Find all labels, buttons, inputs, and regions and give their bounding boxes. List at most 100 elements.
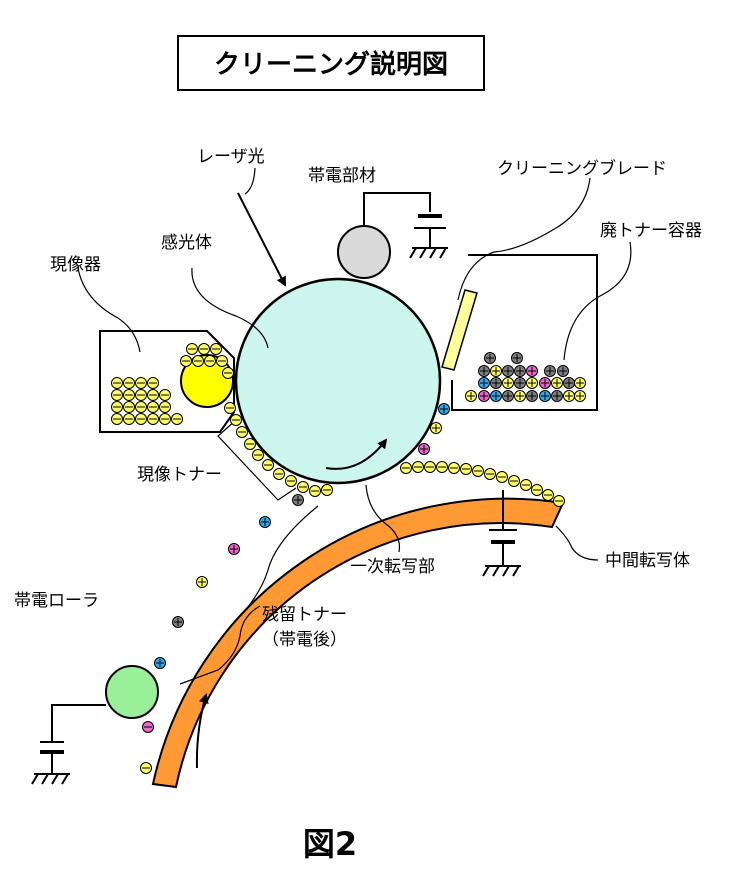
toner-particle [222,367,234,379]
toner-particle [484,352,496,364]
leader-laser [244,167,256,195]
toner-particle [111,413,123,425]
label-primary-transfer: 一次転写部 [350,557,435,577]
toner-particle [204,355,216,367]
toner-particle [502,377,514,389]
toner-particle [418,443,430,455]
toner-particle [448,462,460,474]
toner-particle [123,413,135,425]
label-laser: レーザ光 [197,147,265,167]
toner-particle [553,495,565,507]
toner-particle [551,377,563,389]
leader-primary-transfer [365,484,401,553]
toner-particle [198,343,210,355]
toner-particle [111,377,123,389]
toner-particle [400,462,412,474]
toner-particle [171,413,183,425]
leader-developing-toner [217,419,297,501]
ground-symbol-charger [363,192,448,259]
toner-particle [502,390,514,402]
toner-particle [478,365,490,377]
toner-particle [147,389,159,401]
toner-particle [262,459,274,471]
leader-developer [77,267,141,353]
toner-particle [514,390,526,402]
toner-particle [297,481,309,493]
leader-intermediate-transfer [555,525,599,561]
toner-particle [514,377,526,389]
toner-particle [259,516,271,528]
toner-particle [424,461,436,473]
label-intermediate-transfer: 中間転写体 [605,551,690,571]
toner-particle [526,390,538,402]
toner-particle [135,413,147,425]
title-box: クリーニング説明図 [177,35,485,91]
toner-particle [563,377,575,389]
label-photoreceptor: 感光体 [161,233,212,253]
label-developing-toner: 現像トナー [137,465,222,485]
charging-member [337,225,391,279]
toner-particle [430,422,442,434]
label-developer: 現像器 [50,255,101,275]
label-residual-toner-charged: （帯電後） [262,630,347,650]
toner-particle [557,365,569,377]
toner-particle [224,402,236,414]
label-charging-roller: 帯電ローラ [14,591,99,611]
toner-particle [514,365,526,377]
cleaning-blade [441,289,478,371]
toner-particle [478,390,490,402]
toner-particle [172,616,184,628]
label-residual-toner: 残留トナー [262,605,347,625]
toner-particle [273,468,285,480]
toner-particle [539,390,551,402]
toner-particle [159,401,171,413]
toner-particle [123,389,135,401]
toner-particle [551,390,563,402]
label-charger: 帯電部材 [308,166,376,186]
leader-residual-1 [179,605,261,685]
toner-particle [111,389,123,401]
toner-particle [321,484,333,496]
belt-direction-arrow [195,693,209,769]
toner-particle [135,377,147,389]
toner-particle [544,365,556,377]
toner-particle [496,471,508,483]
toner-particle [147,377,159,389]
toner-particle [135,389,147,401]
toner-particle [147,413,159,425]
toner-particle [472,465,484,477]
toner-particles [111,343,586,774]
toner-particle [154,657,166,669]
toner-particle [123,401,135,413]
toner-particle [292,494,304,506]
developing-roller [180,354,234,408]
toner-particle [563,390,575,402]
toner-particle [244,438,256,450]
toner-particle [531,484,543,496]
toner-particle [490,365,502,377]
toner-particle [460,463,472,475]
toner-particle [574,377,586,389]
toner-particle [147,401,159,413]
toner-particle [490,390,502,402]
label-waste-container: 廃トナー容器 [600,221,702,241]
toner-particle [210,343,222,355]
toner-particle [438,403,450,415]
leader-lines [77,167,632,685]
toner-particle [142,721,154,733]
toner-particle [465,390,477,402]
toner-particle [180,355,192,367]
toner-particle [574,390,586,402]
toner-particle [490,377,502,389]
toner-particle [159,413,171,425]
toner-particle [216,355,228,367]
toner-particle [436,461,448,473]
leader-residual-2 [243,505,319,613]
toner-particle [159,389,171,401]
toner-particle [484,468,496,480]
toner-particle [502,365,514,377]
label-cleaning-blade: クリーニングブレード [497,158,667,179]
intermediate-transfer-belt [151,497,565,789]
toner-particle [228,543,240,555]
page-title: クリーニング説明図 [214,49,448,80]
